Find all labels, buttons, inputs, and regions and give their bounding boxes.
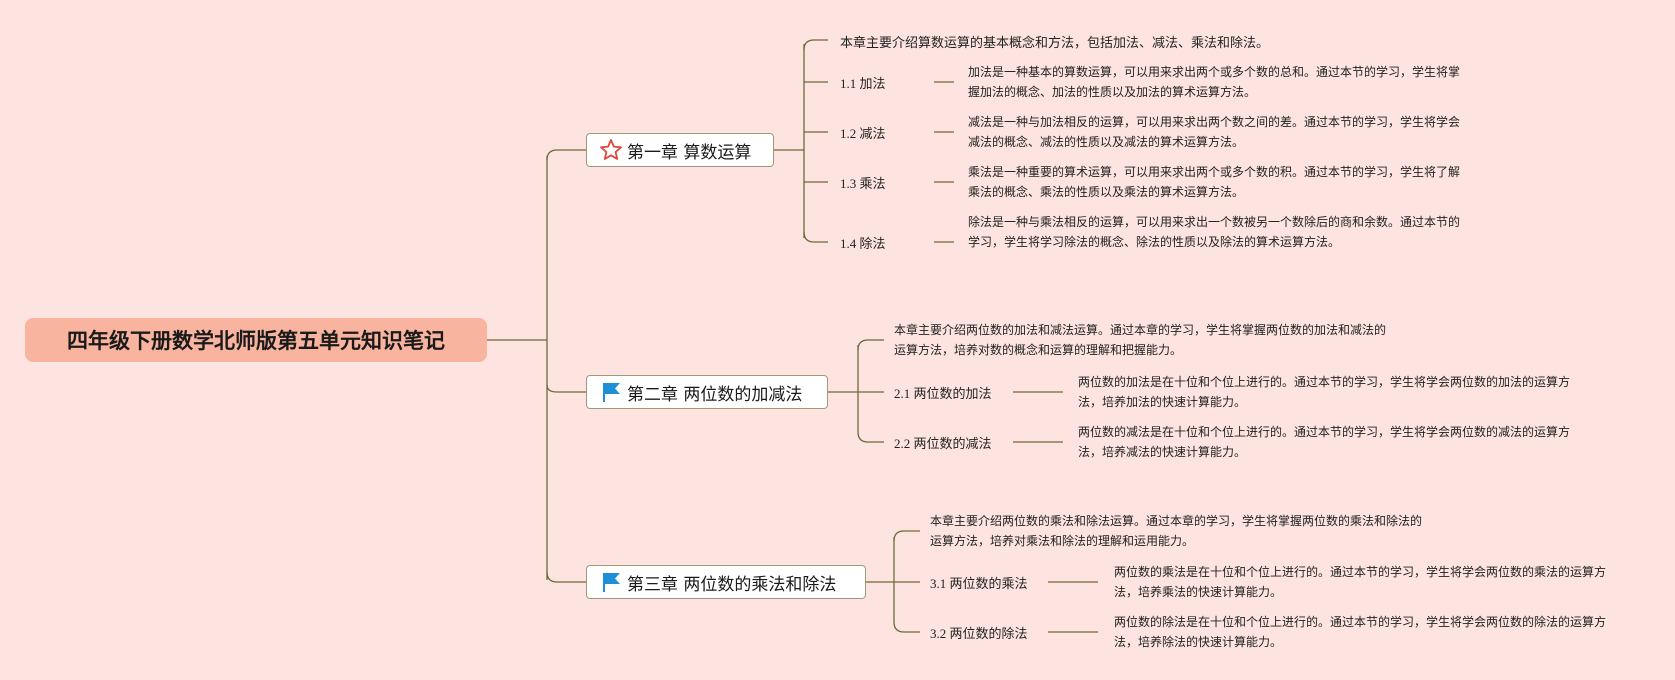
ch2-to-summary: [857, 339, 884, 351]
ch1-to-summary: [803, 39, 828, 51]
ch2-to-s2: [857, 431, 884, 443]
section-1-2-desc: 减法是一种与加法相反的运算，可以用来求出两个数之间的差。通过本节的学习，学生将学…: [968, 115, 1461, 149]
section-3-2-label[interactable]: 3.2 两位数的除法: [930, 626, 1028, 641]
section-1-4-desc: 除法是一种与乘法相反的运算，可以用来求出一个数被另一个数除后的商和余数。通过本节…: [968, 215, 1461, 249]
section-2-2-desc: 两位数的减法是在十位和个位上进行的。通过本节的学习，学生将学会两位数的减法的运算…: [1078, 425, 1571, 459]
chapter-2-label: 第二章 两位数的加减法: [627, 384, 803, 405]
section-3-1-desc: 两位数的乘法是在十位和个位上进行的。通过本节的学习，学生将学会两位数的乘法的运算…: [1114, 565, 1607, 599]
chapter-2-summary: 本章主要介绍两位数的加法和减法运算。通过本章的学习，学生将掌握两位数的加法和减法…: [894, 323, 1387, 357]
section-1-3-desc: 乘法是一种重要的算术运算，可以用来求出两个或多个数的积。通过本节的学习，学生将了…: [968, 165, 1461, 199]
chapter-3-label: 第三章 两位数的乘法和除法: [627, 574, 837, 595]
section-2-2-label[interactable]: 2.2 两位数的减法: [894, 436, 992, 451]
root-to-ch2: [546, 384, 586, 393]
chapter-1-summary: 本章主要介绍算数运算的基本概念和方法，包括加法、减法、乘法和除法。: [840, 35, 1270, 50]
ch3-to-summary: [893, 530, 920, 542]
section-1-1-desc: 加法是一种基本的算数运算，可以用来求出两个或多个数的总和。通过本节的学习，学生将…: [968, 65, 1461, 99]
chapter-2-node[interactable]: 第二章 两位数的加减法: [586, 375, 828, 409]
section-1-3-label[interactable]: 1.3 乘法: [840, 176, 886, 191]
root-to-ch1: [546, 149, 586, 161]
flag-icon: [599, 570, 623, 594]
section-2-1-desc: 两位数的加法是在十位和个位上进行的。通过本节的学习，学生将学会两位数的加法的运算…: [1078, 375, 1571, 409]
flag-icon: [599, 380, 623, 404]
root-to-ch3: [546, 571, 586, 583]
section-3-1-label[interactable]: 3.1 两位数的乘法: [930, 576, 1028, 591]
chapter-3-summary: 本章主要介绍两位数的乘法和除法运算。通过本章的学习，学生将掌握两位数的乘法和除法…: [930, 514, 1423, 548]
chapter-1-node[interactable]: 第一章 算数运算: [586, 133, 774, 167]
star-icon: [599, 138, 623, 162]
root-title: 四年级下册数学北师版第五单元知识笔记: [67, 329, 445, 353]
ch1-to-s4: [803, 231, 828, 243]
section-3-2-desc: 两位数的除法是在十位和个位上进行的。通过本节的学习，学生将学会两位数的除法的运算…: [1114, 615, 1607, 649]
section-1-1-label[interactable]: 1.1 加法: [840, 76, 886, 91]
section-1-4-label[interactable]: 1.4 除法: [840, 236, 886, 251]
ch3-to-s2: [893, 621, 920, 633]
section-1-2-label[interactable]: 1.2 减法: [840, 126, 886, 141]
chapter-3-node[interactable]: 第三章 两位数的乘法和除法: [586, 565, 866, 599]
section-2-1-label[interactable]: 2.1 两位数的加法: [894, 386, 992, 401]
root-node[interactable]: 四年级下册数学北师版第五单元知识笔记: [25, 318, 487, 362]
chapter-1-label: 第一章 算数运算: [627, 142, 752, 163]
